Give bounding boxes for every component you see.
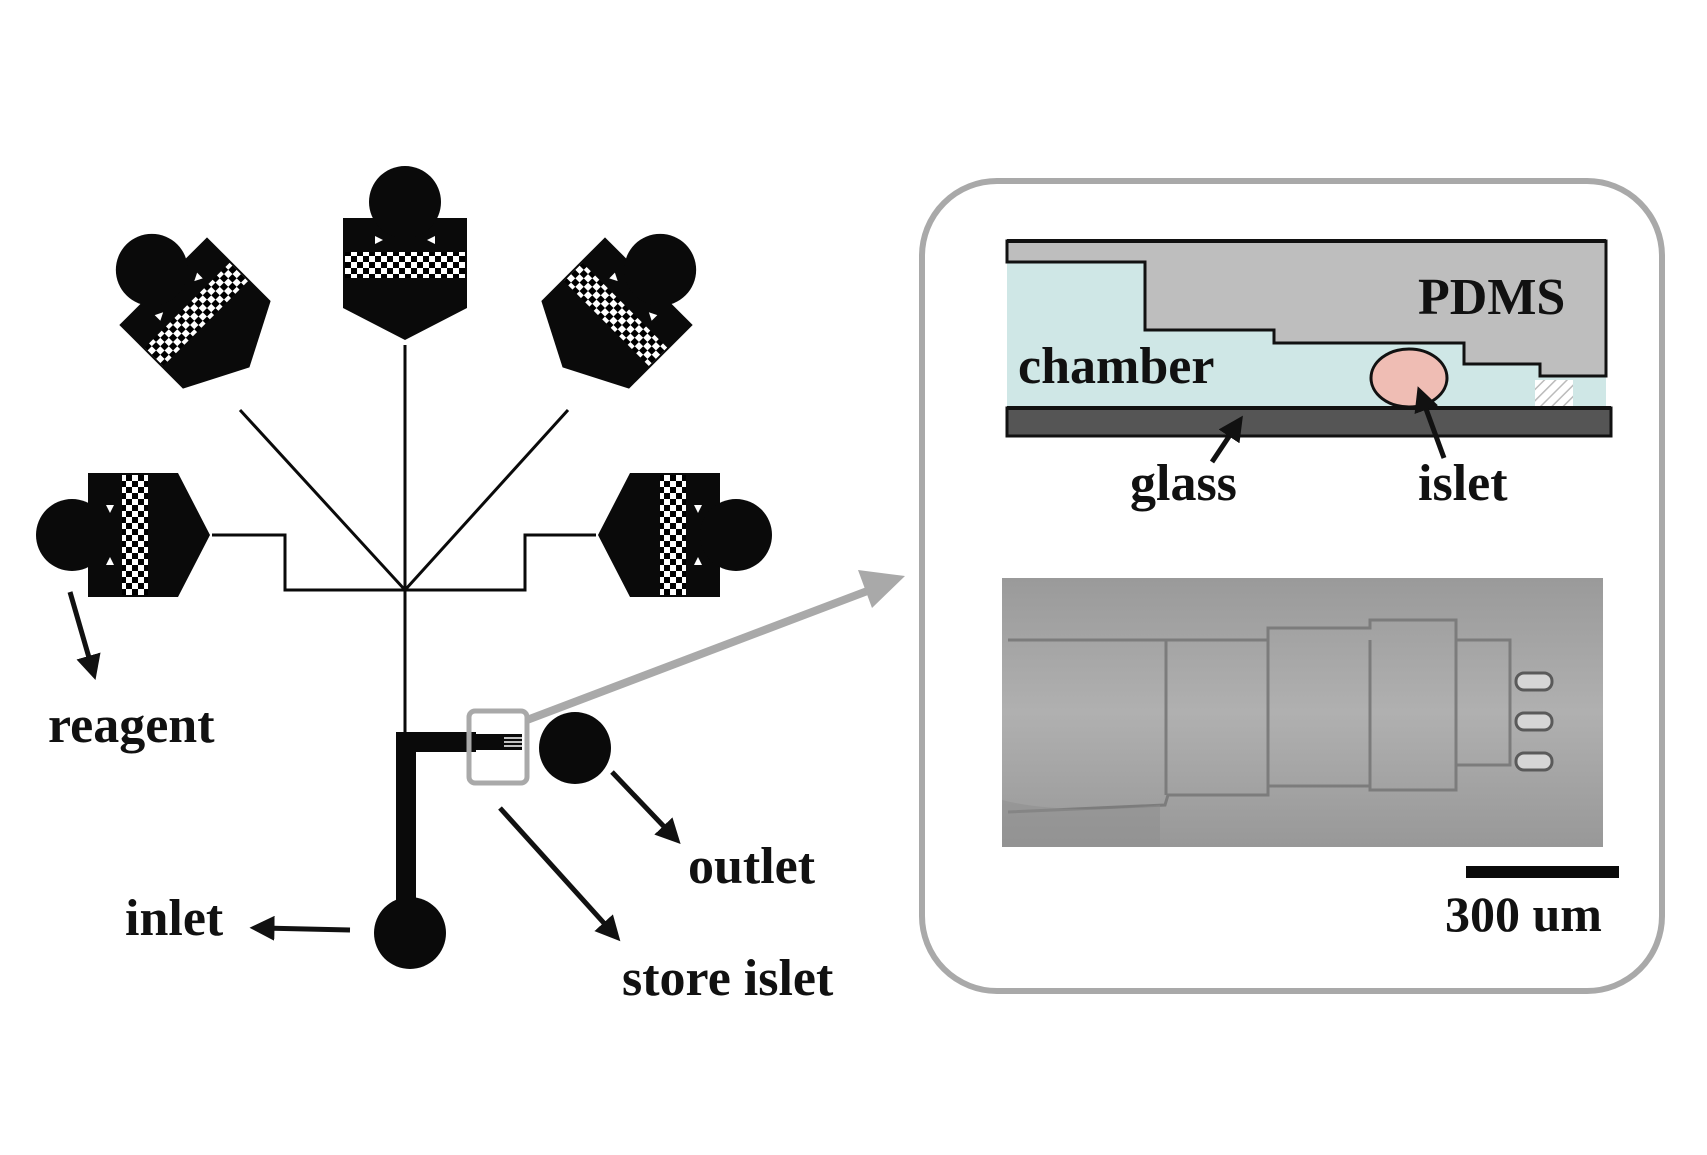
islet-label: islet	[1418, 455, 1508, 512]
pdms-region	[1005, 239, 1608, 378]
inlet-channel	[374, 732, 476, 969]
reagent-chamber-right	[598, 473, 772, 597]
arrow-icon	[498, 806, 621, 942]
cross-section-schematic: PDMS chamber glass islet	[1005, 239, 1613, 512]
arrow-icon	[249, 915, 351, 941]
micrograph-image	[1002, 578, 1603, 847]
reagent-chamber-upper-right	[518, 200, 730, 412]
detail-callout: PDMS chamber glass islet	[919, 178, 1665, 994]
store-islet-label: store islet	[622, 950, 834, 1007]
arrow-icon	[67, 591, 101, 681]
micrograph	[1002, 578, 1603, 847]
islet-shape	[1369, 347, 1449, 409]
device-layout: reagent inlet outlet store islet	[36, 166, 834, 1007]
filter-barrier	[1535, 380, 1573, 408]
inlet-label: inlet	[125, 890, 224, 947]
inlet-port	[374, 897, 446, 969]
glass-layer	[1005, 406, 1613, 438]
reagent-label: reagent	[48, 697, 215, 754]
chamber-label: chamber	[1018, 338, 1214, 395]
outlet-label: outlet	[688, 838, 816, 895]
arrow-icon	[1414, 386, 1447, 459]
reagent-chamber-upper-left	[82, 200, 294, 412]
outlet-port	[539, 712, 611, 784]
reagent-chamber-left	[36, 473, 210, 597]
arrow-icon	[610, 770, 681, 845]
pdms-label: PDMS	[1418, 269, 1565, 326]
channel-network	[212, 345, 596, 740]
glass-label: glass	[1130, 455, 1237, 512]
arrow-icon	[1209, 415, 1243, 464]
scale-bar-label: 300 um	[1445, 886, 1602, 942]
reagent-chamber-top	[343, 166, 467, 340]
scale-bar	[1466, 866, 1619, 878]
arrow-right-icon	[525, 570, 905, 724]
store-islet-trap	[466, 708, 611, 786]
zoom-region-box	[466, 708, 530, 786]
